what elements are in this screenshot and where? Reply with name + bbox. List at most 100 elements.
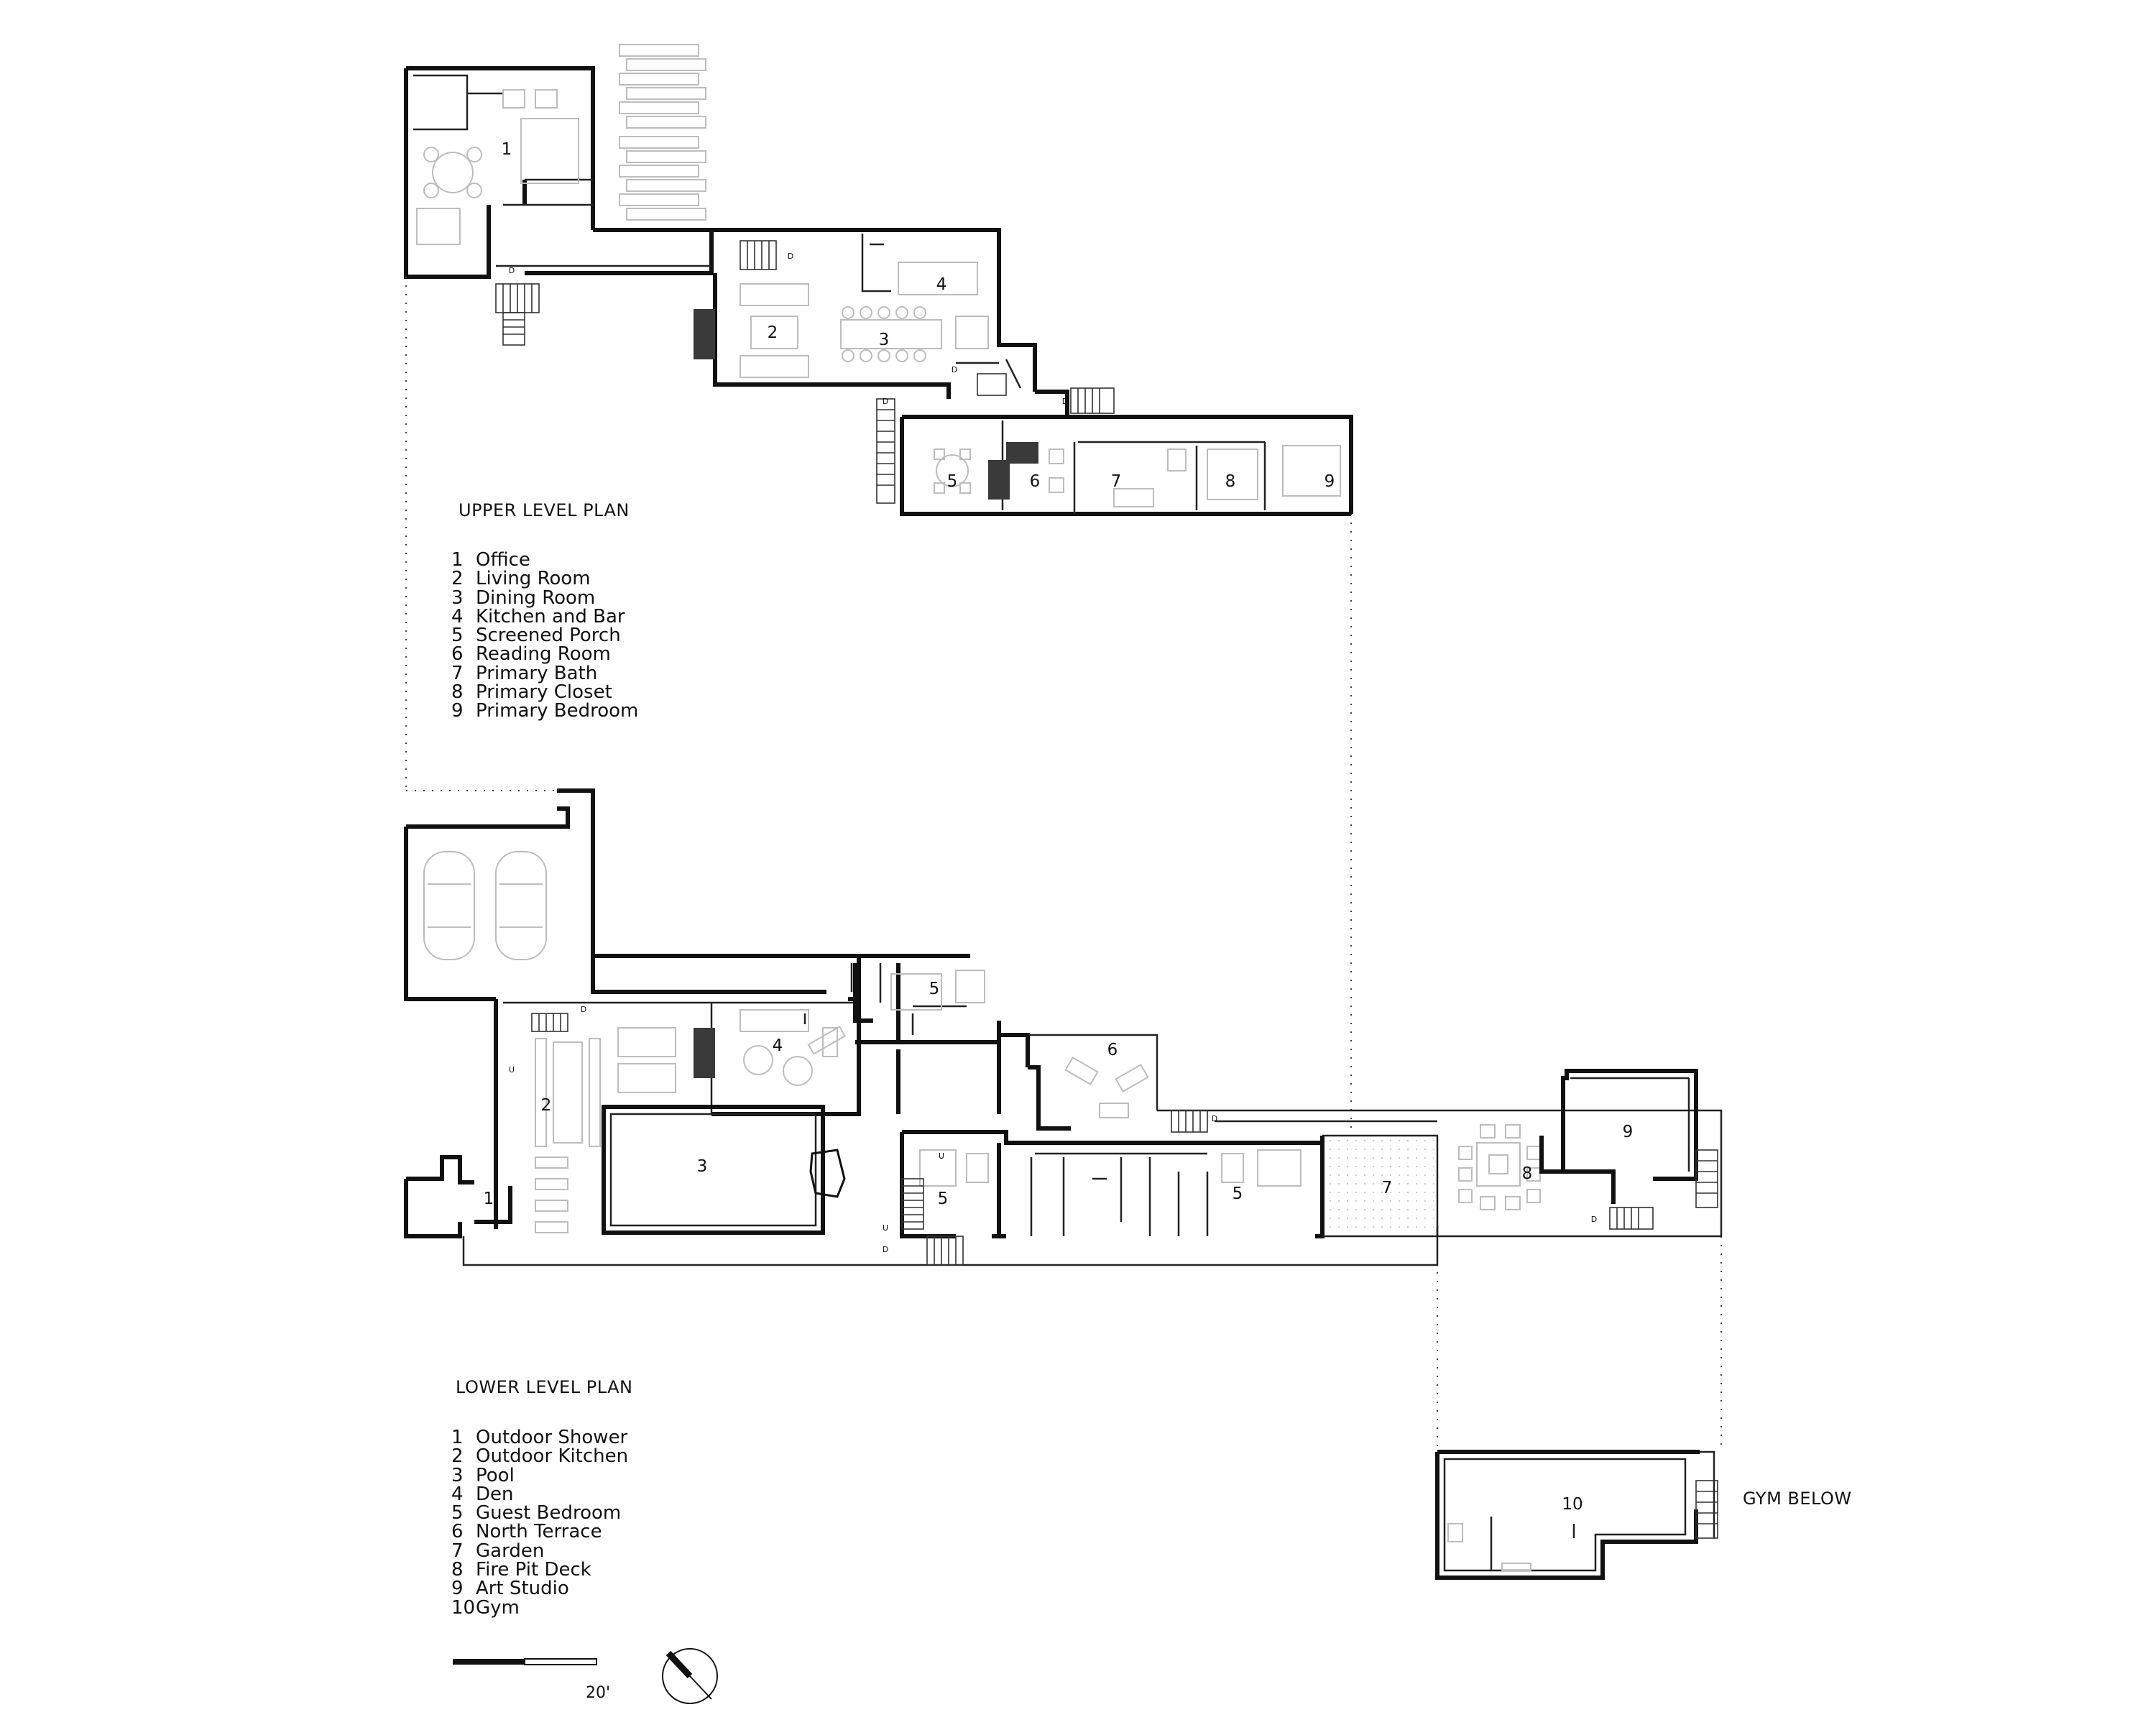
den-furniture	[617, 1009, 847, 1093]
gym-inner	[1443, 1450, 1715, 1572]
office-interior	[413, 74, 593, 206]
lower-room-label-6: 6	[1107, 1041, 1118, 1059]
lower-main-walls	[494, 954, 963, 1229]
upper-level-heading: UPPER LEVEL PLAN	[459, 500, 630, 520]
upper-room-label-1: 1	[502, 140, 512, 159]
upper-room-label-6: 6	[1030, 472, 1041, 491]
lower-room-label-8: 8	[1522, 1164, 1533, 1183]
lower-room-label-5b: 5	[938, 1190, 949, 1208]
lower-room-label-1: 1	[484, 1190, 494, 1208]
gym-stairs	[1695, 1480, 1718, 1539]
gym-fixtures	[1447, 1523, 1531, 1571]
office-walls	[404, 66, 595, 279]
gym-below-plan: 10	[1435, 1450, 1718, 1580]
upper-east-wing-walls	[900, 415, 1353, 516]
north-terrace-outline	[1028, 1034, 1158, 1110]
upper-porch-fireplace	[988, 460, 1010, 500]
lower-level-heading: LOWER LEVEL PLAN	[456, 1377, 633, 1397]
gym-below-label: GYM BELOW	[1743, 1489, 1852, 1509]
garage-cars	[423, 851, 547, 960]
scale-bar	[453, 1658, 597, 1665]
lower-legend-item: 10Gym	[451, 1596, 520, 1619]
scale-label: 20'	[586, 1684, 610, 1702]
upper-room-label-4: 4	[936, 275, 947, 294]
upper-stair-mark-4: D	[1062, 397, 1068, 406]
upper-room-label-2: 2	[768, 323, 778, 342]
lower-room-label-5a: 5	[929, 980, 940, 998]
guest-bottom-furniture	[919, 1149, 1302, 1187]
lower-level-plan: 4 2 3 1 5 6	[404, 788, 1723, 1266]
outdoor-kitchen-furniture	[535, 1038, 601, 1233]
office-furniture	[416, 89, 579, 245]
lower-stair-mark-3: D	[883, 1245, 888, 1254]
upper-stair-mark-3: D	[952, 365, 957, 374]
lower-room-label-2: 2	[541, 1096, 552, 1115]
lower-room-label-5c: 5	[1233, 1184, 1243, 1203]
guest-wing-bottom-walls	[900, 1130, 1325, 1238]
alignment-guides	[405, 277, 1722, 1452]
garden-hatch	[1326, 1139, 1434, 1233]
lower-stair-mark-5: U	[939, 1151, 944, 1161]
upper-main-interior	[861, 234, 1022, 389]
lower-stair-mark-7: D	[1591, 1215, 1597, 1224]
lower-stair-mark-1: D	[581, 1005, 586, 1014]
lower-stair-mark-4: U	[883, 1223, 888, 1233]
upper-corridor-walls	[525, 228, 719, 275]
fire-pit-deck-outline	[1437, 1109, 1723, 1238]
upper-stair-mark-1: D	[509, 266, 515, 275]
pool-edge	[602, 1105, 825, 1235]
upper-room-label-7: 7	[1111, 472, 1122, 491]
upper-east-wing-furniture	[934, 445, 1341, 507]
upper-room-label-9: 9	[1325, 472, 1335, 491]
lower-stairs	[531, 1013, 1718, 1266]
lower-room-label-3: 3	[697, 1157, 708, 1176]
upper-deck-slats	[619, 44, 706, 221]
pool-spa	[809, 1149, 846, 1198]
fire-pit-furniture	[1458, 1124, 1541, 1210]
lower-room-label-10: 10	[1562, 1495, 1583, 1514]
lower-main-interior	[503, 963, 855, 1114]
pool-water	[609, 1113, 817, 1227]
art-studio-walls	[1539, 1069, 1698, 1204]
upper-fireplace	[694, 309, 715, 359]
lower-fireplace	[694, 1028, 715, 1078]
upper-stairs	[495, 240, 1115, 504]
lower-stair-mark-6: D	[1212, 1114, 1217, 1123]
guest-wing-left-interior	[879, 963, 967, 1035]
upper-living-dining-furniture	[740, 262, 989, 378]
upper-room-label-5: 5	[947, 472, 958, 491]
garage-walls	[404, 788, 826, 1001]
lower-room-label-7: 7	[1382, 1179, 1393, 1197]
garden-outline	[1322, 1134, 1439, 1238]
guest-wing-bottom-interior	[1030, 1152, 1209, 1236]
outdoor-shower-walls	[404, 1155, 512, 1238]
upper-reading-wall	[1006, 442, 1038, 464]
guest-wing-left-walls	[853, 954, 1030, 1114]
lower-stair-mark-2: U	[509, 1065, 515, 1075]
gym-walls	[1435, 1450, 1700, 1580]
upper-stair-mark-2: D	[788, 252, 793, 261]
upper-stair-mark-5: D	[883, 397, 888, 406]
upper-room-label-8: 8	[1225, 472, 1236, 491]
upper-room-label-3: 3	[879, 331, 890, 349]
